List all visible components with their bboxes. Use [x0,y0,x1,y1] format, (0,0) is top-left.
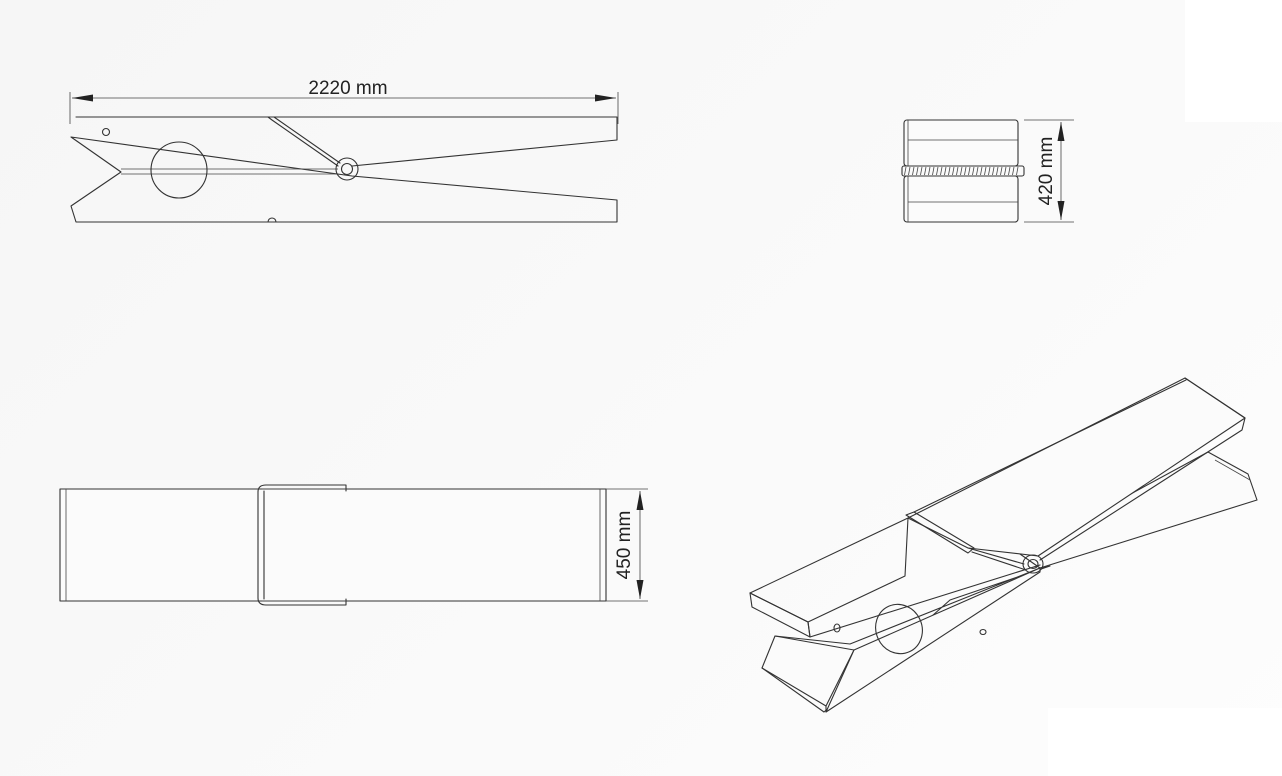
length-label: 2220 mm [308,78,387,99]
background-patch-bottom-right [1048,708,1282,776]
height-dimension: 420 mm [1024,119,1074,223]
isometric-grip-hole [875,603,923,655]
length-dimension: 2220 mm [69,78,619,124]
top-view: 450 mm [59,484,648,606]
grip-hole [150,141,208,199]
side-view: 2220 mm [69,78,619,223]
end-view: 420 mm [901,119,1074,223]
isometric-small-hole [833,623,841,633]
height-label: 420 mm [1036,137,1057,206]
isometric-hinge-ring [1022,554,1044,574]
width-dimension: 450 mm [606,488,648,602]
hinge-ring [335,157,359,181]
background-patch-top-right [1185,0,1282,122]
small-hole [101,127,111,137]
width-label: 450 mm [614,511,635,580]
isometric-view [749,377,1258,713]
spring-coils [904,166,1019,176]
clothespin-side-outline [70,116,618,223]
